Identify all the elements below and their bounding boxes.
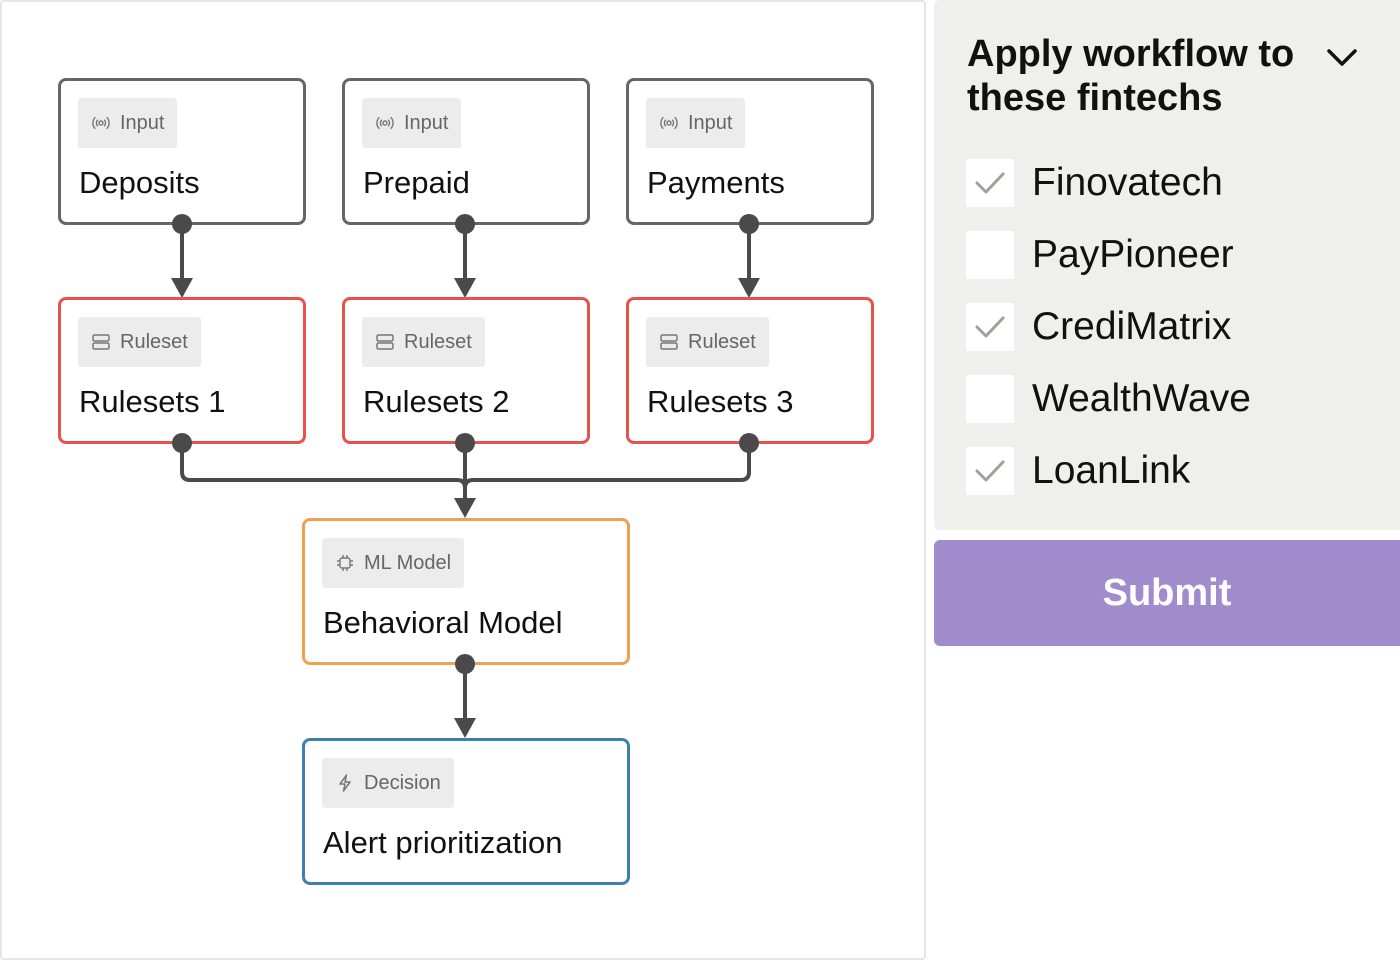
node-type-label: ML Model: [364, 551, 452, 574]
checkbox[interactable]: [966, 375, 1014, 423]
cpu-chip-icon: [337, 555, 353, 571]
node-type-label: Input: [120, 111, 165, 134]
node-payments[interactable]: Input Payments: [626, 78, 874, 225]
broadcast-icon: [92, 116, 110, 130]
node-type-label: Input: [404, 111, 449, 134]
fintech-option-finovatech[interactable]: Finovatech: [966, 159, 1223, 207]
node-type-badge: Input: [78, 98, 178, 148]
server-icon: [660, 334, 678, 350]
server-icon: [376, 334, 394, 350]
node-title: Prepaid: [363, 165, 470, 200]
lightning-icon: [339, 774, 351, 792]
checkbox[interactable]: [966, 231, 1014, 279]
arrowhead: [171, 278, 193, 298]
connector-rulesets3-ml: [463, 443, 751, 502]
node-title: Behavioral Model: [323, 605, 563, 640]
node-deposits[interactable]: Input Deposits: [58, 78, 306, 225]
arrowhead: [454, 718, 476, 738]
checkmark-icon: [975, 460, 1005, 482]
node-type-badge: Input: [362, 98, 462, 148]
arrowhead: [454, 278, 476, 298]
node-type-label: Ruleset: [120, 330, 188, 353]
node-type-label: Decision: [364, 771, 441, 794]
node-title: Rulesets 1: [79, 384, 226, 419]
node-behavioral-model[interactable]: ML Model Behavioral Model: [302, 518, 630, 665]
node-title: Deposits: [79, 165, 200, 200]
arrowhead: [454, 498, 476, 518]
node-type-label: Input: [688, 111, 733, 134]
node-title: Alert prioritization: [323, 825, 563, 860]
node-type-badge: Ruleset: [78, 317, 201, 367]
connector-rulesets1-ml: [180, 443, 467, 502]
node-type-badge: Decision: [322, 758, 454, 808]
fintech-option-credimatrix[interactable]: CrediMatrix: [966, 303, 1231, 351]
arrowhead: [738, 278, 760, 298]
fintech-label: CrediMatrix: [1032, 305, 1232, 348]
submit-button[interactable]: Submit: [934, 540, 1400, 646]
fintech-selection-panel: Apply workflow to these fintechs Finovat…: [934, 0, 1400, 530]
node-type-badge: ML Model: [322, 538, 465, 588]
broadcast-icon: [660, 116, 678, 130]
fintech-option-paypioneer[interactable]: PayPioneer: [966, 231, 1234, 279]
node-alert-prioritization[interactable]: Decision Alert prioritization: [302, 738, 630, 885]
node-prepaid[interactable]: Input Prepaid: [342, 78, 590, 225]
node-type-label: Ruleset: [404, 330, 472, 353]
node-type-badge: Input: [646, 98, 746, 148]
chevron-down-icon[interactable]: [1322, 40, 1362, 74]
checkbox[interactable]: [966, 447, 1014, 495]
node-rulesets-1[interactable]: Ruleset Rulesets 1: [58, 297, 306, 444]
checkmark-icon: [975, 172, 1005, 194]
node-type-label: Ruleset: [688, 330, 756, 353]
node-rulesets-2[interactable]: Ruleset Rulesets 2: [342, 297, 590, 444]
node-type-badge: Ruleset: [362, 317, 485, 367]
fintech-label: LoanLink: [1032, 449, 1191, 492]
node-title: Rulesets 3: [647, 384, 794, 419]
fintech-option-loanlink[interactable]: LoanLink: [966, 447, 1190, 495]
fintech-label: PayPioneer: [1032, 233, 1234, 276]
checkbox[interactable]: [966, 303, 1014, 351]
node-title: Payments: [647, 165, 785, 200]
fintech-label: Finovatech: [1032, 161, 1223, 204]
workflow-canvas: Input Deposits Input Prepaid Input Payme…: [0, 0, 926, 960]
node-title: Rulesets 2: [363, 384, 510, 419]
checkmark-icon: [975, 316, 1005, 338]
panel-title: Apply workflow to these fintechs: [967, 33, 1295, 119]
fintech-option-wealthwave[interactable]: WealthWave: [966, 375, 1251, 423]
fintech-label: WealthWave: [1032, 377, 1251, 420]
checkbox[interactable]: [966, 159, 1014, 207]
server-icon: [92, 334, 110, 350]
broadcast-icon: [376, 116, 394, 130]
node-rulesets-3[interactable]: Ruleset Rulesets 3: [626, 297, 874, 444]
node-type-badge: Ruleset: [646, 317, 769, 367]
